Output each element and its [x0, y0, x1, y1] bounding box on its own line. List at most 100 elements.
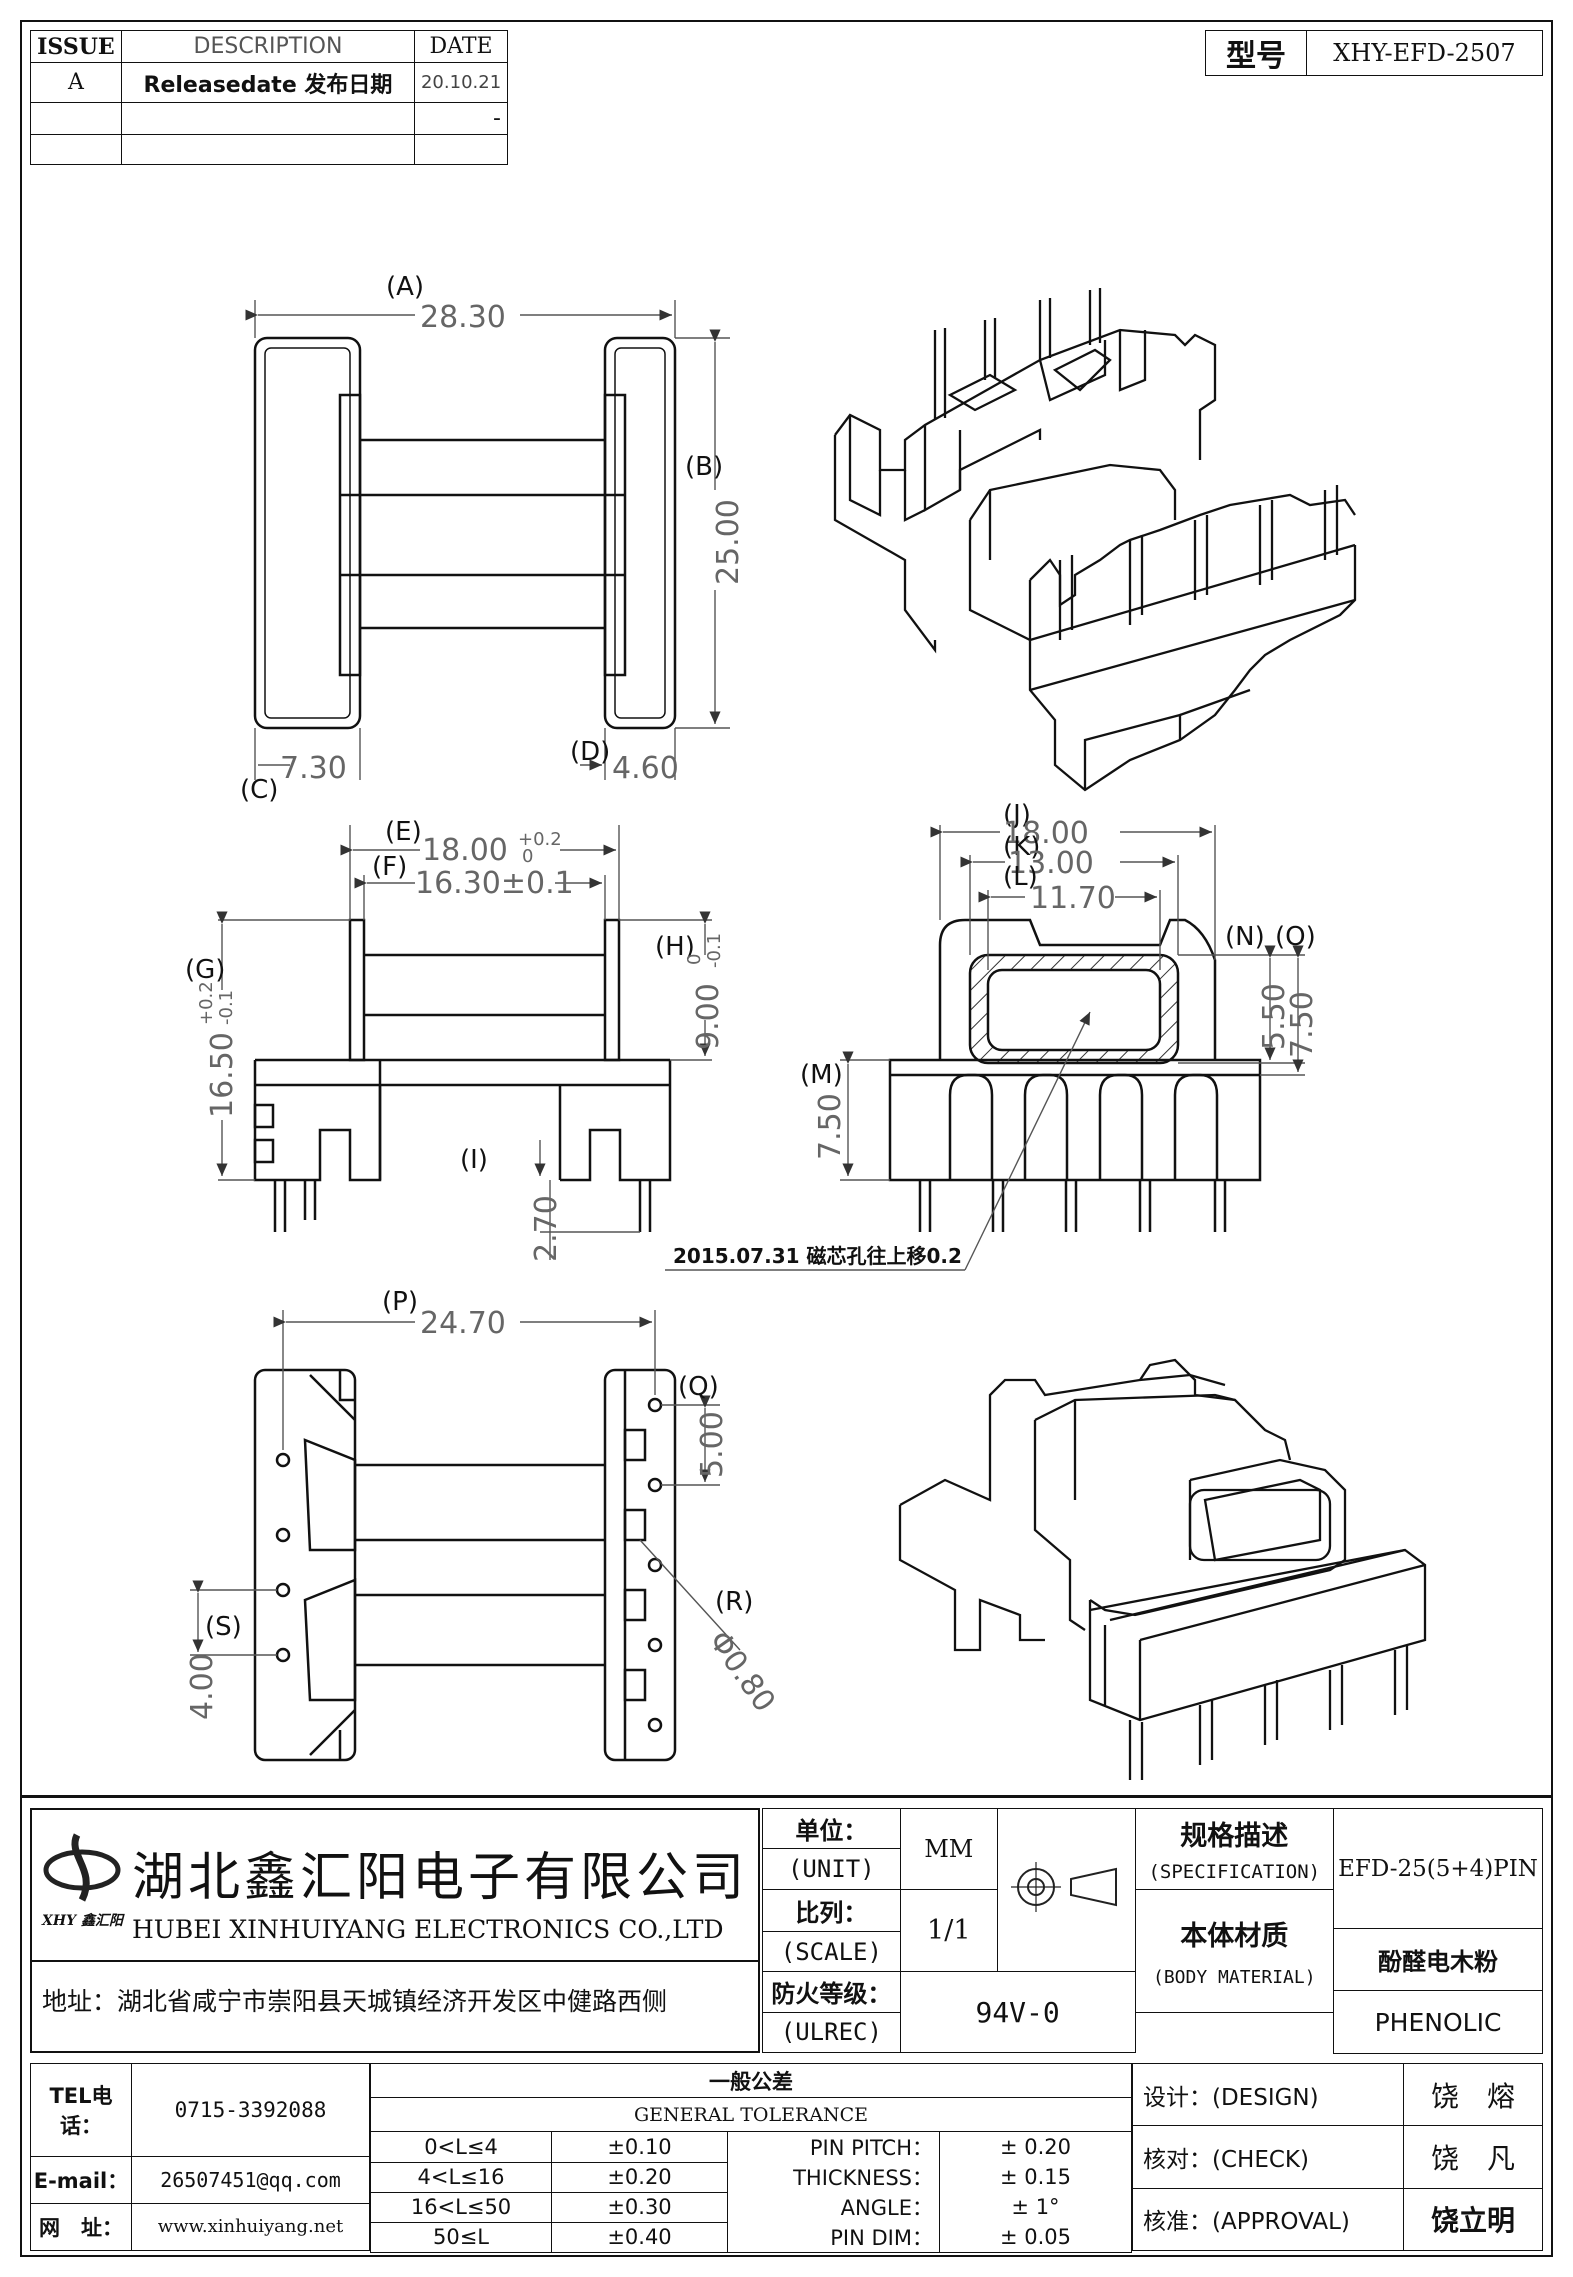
tol-range-2: 4<L≤16 — [370, 2161, 552, 2193]
company-name-en: HUBEI XINHUIYANG ELECTRONICS CO.,LTD — [132, 1915, 724, 1944]
tolerance-table: 一般公差 GENERAL TOLERANCE 0<L≤4 ±0.10 PIN P… — [370, 2063, 1132, 2253]
model-label: 型号 — [1205, 30, 1307, 76]
label-i: (I) — [460, 1145, 488, 1175]
dim-h: 9.00 — [691, 983, 726, 1050]
spec-en: (SPECIFICATION) — [1148, 1861, 1321, 1884]
tol-range-3: 16<L≤50 — [370, 2191, 552, 2223]
dim-h-tol-lower: -0.1 — [704, 933, 725, 968]
rev-row-1-date: 20.10.21 — [414, 62, 508, 103]
fire-en: (ULREC) — [762, 2011, 901, 2054]
label-q: (Q) — [678, 1372, 719, 1402]
material-en: (BODY MATERIAL) — [1153, 1966, 1316, 1988]
projection-symbol — [996, 1807, 1136, 1973]
rev-header-date: DATE — [414, 30, 508, 63]
dim-k: 13.00 — [1008, 846, 1094, 881]
approval-name: 饶立明 — [1403, 2187, 1543, 2252]
label-n: (N) — [1225, 922, 1265, 952]
tolerance-title-cn: 一般公差 — [370, 2063, 1132, 2098]
logo-text: XHY 鑫汇阳 — [42, 1913, 123, 1929]
tol-val-1: ±0.10 — [551, 2131, 728, 2163]
label-b: (B) — [685, 452, 723, 482]
company-name-cn: 湖北鑫汇阳电子有限公司 — [132, 1848, 749, 1908]
label-p: (P) — [382, 1287, 418, 1317]
design-label: 设计：(DESIGN) — [1132, 2062, 1404, 2127]
company-panel: XHY 鑫汇阳 湖北鑫汇阳电子有限公司 HUBEI XINHUIYANG ELE… — [30, 1808, 760, 2053]
top-view — [253, 336, 677, 730]
material-value-en: PHENOLIC — [1333, 1990, 1543, 2054]
dim-d: 4.60 — [612, 751, 679, 786]
label-j: (J) — [1003, 800, 1031, 830]
company-address: 地址：湖北省咸宁市崇阳县天城镇经济开发区中健路西侧 — [42, 1987, 668, 2016]
rev-row-3-issue — [30, 134, 122, 165]
email-value: 26507451@qq.com — [131, 2155, 370, 2204]
dim-g-tol-lower: -0.1 — [216, 990, 237, 1025]
dim-j: 18.00 — [1003, 816, 1089, 851]
label-k: (K) — [1003, 832, 1040, 862]
label-l: (L) — [1003, 862, 1038, 892]
fire-value: 94V-0 — [899, 1971, 1136, 2053]
dim-p: 24.70 — [420, 1306, 506, 1341]
dim-r: Φ0.80 — [701, 1625, 782, 1719]
tol-spec-3: ± 1° — [939, 2192, 1132, 2222]
tolerance-title-en: GENERAL TOLERANCE — [370, 2097, 1132, 2132]
fire-cn: 防火等级： — [762, 1971, 901, 2013]
technical-drawing: (A) 28.30 (B) 25.00 (C) 7.30 (D) 4.60 (E… — [185, 272, 1427, 1780]
third-angle-projection-icon — [1011, 1862, 1118, 1913]
revision-table: ISSUE DESCRIPTION DATE A Releasedate 发布日… — [30, 30, 508, 165]
label-m: (M) — [800, 1060, 843, 1090]
label-s: (S) — [205, 1612, 242, 1642]
label-a: (A) — [386, 272, 424, 302]
unit-en: (UNIT) — [762, 1848, 901, 1890]
tel-label: TEL电话： — [30, 2063, 132, 2157]
dim-n: 5.50 — [1257, 983, 1292, 1050]
check-name: 饶 凡 — [1403, 2125, 1543, 2189]
scale-value: 1/1 — [899, 1888, 998, 1973]
unit-value: MM — [899, 1808, 998, 1890]
tol-range-4: 50≤L — [370, 2221, 552, 2253]
scale-en: (SCALE) — [762, 1930, 901, 1973]
front-view-labels: (E) 18.00 +0.2 0 (F) 16.30±0.1 (G) 16.50… — [185, 817, 726, 1262]
label-f: (F) — [372, 852, 407, 882]
material-cn: 本体材质 — [1180, 1920, 1289, 1952]
dim-a: 28.30 — [420, 300, 506, 335]
material-value-cn: 酚醛电木粉 — [1333, 1928, 1543, 1991]
tol-val-4: ±0.40 — [551, 2221, 728, 2253]
dim-f: 16.30±0.1 — [415, 866, 574, 901]
top-view-labels: (A) 28.30 (B) 25.00 (C) 7.30 (D) 4.60 — [240, 272, 746, 805]
tol-name-2: THICKNESS： — [727, 2162, 940, 2192]
tol-spec-4: ± 0.05 — [939, 2222, 1132, 2253]
label-r: (R) — [715, 1587, 753, 1617]
rev-row-2-issue — [30, 102, 122, 135]
spec-values: EFD-25(5+4)PIN 酚醛电木粉 PHENOLIC — [1333, 1808, 1543, 2054]
web-label: 网 址： — [30, 2202, 132, 2252]
dim-o: 7.50 — [1285, 991, 1320, 1058]
dim-e-tol-upper: +0.2 — [518, 829, 562, 850]
front-view — [253, 918, 672, 1232]
tol-range-1: 0<L≤4 — [370, 2131, 552, 2163]
rev-header-description: DESCRIPTION — [120, 30, 416, 63]
tol-name-1: PIN PITCH： — [727, 2131, 940, 2162]
email-label: E-mail： — [30, 2155, 132, 2204]
dim-q: 5.00 — [695, 1411, 730, 1478]
unit-cn: 单位： — [762, 1807, 901, 1850]
spec-value: EFD-25(5+4)PIN — [1333, 1808, 1543, 1929]
rev-row-3-description — [120, 134, 416, 165]
label-d: (D) — [570, 737, 610, 767]
spec-label: 规格描述 (SPECIFICATION) — [1134, 1808, 1333, 1890]
check-label: 核对：(CHECK) — [1132, 2125, 1404, 2189]
material-label: 本体材质 (BODY MATERIAL) — [1134, 1888, 1333, 2013]
tol-name-4: PIN DIM： — [727, 2222, 940, 2253]
tel-value: 0715-3392088 — [131, 2063, 370, 2157]
iso-view-1 — [833, 288, 1357, 792]
rev-row-3-date — [414, 134, 508, 165]
side-view-labels: (J) 18.00 (K) 13.00 (L) 11.70 (M) (N) (O… — [673, 800, 1320, 1268]
dim-h-tol-upper: 0 — [684, 954, 705, 965]
tol-val-2: ±0.20 — [551, 2161, 728, 2193]
tol-name-3: ANGLE： — [727, 2192, 940, 2222]
signoff-table: 设计：(DESIGN) 饶 熔 核对：(CHECK) 饶 凡 核准：(APPRO… — [1132, 2062, 1543, 2252]
dim-c: 7.30 — [280, 751, 347, 786]
page-border — [20, 20, 1553, 2257]
revision-note: 2015.07.31 磁芯孔往上移0.2 — [673, 1244, 962, 1268]
design-name: 饶 熔 — [1403, 2062, 1543, 2127]
tol-spec-1: ± 0.20 — [939, 2131, 1132, 2162]
